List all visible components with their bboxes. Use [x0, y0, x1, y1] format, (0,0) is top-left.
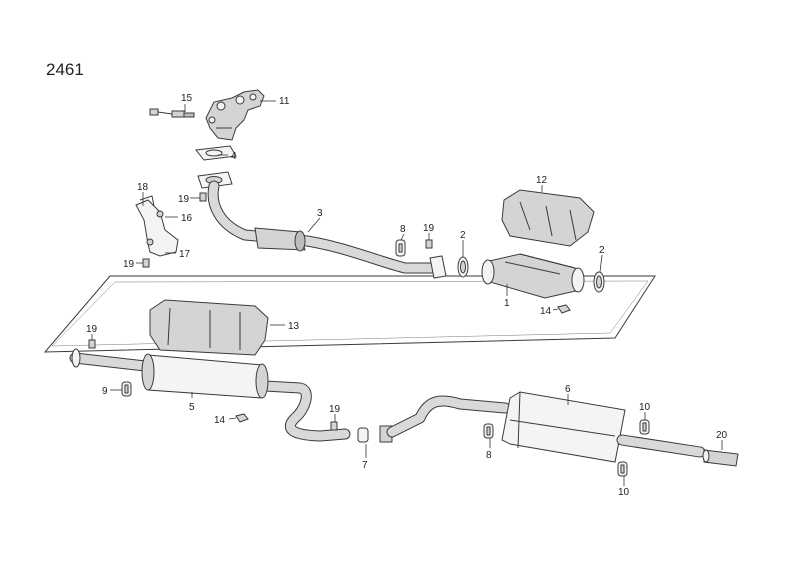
- front-muffler: [141, 353, 269, 399]
- callout-7: 7: [362, 460, 368, 471]
- leader-lines: [91, 100, 723, 486]
- callout-4: 4: [231, 151, 237, 162]
- tail-pipe-tip: [702, 449, 739, 467]
- callout-8-lower: 8: [486, 450, 492, 461]
- rubber-hanger-10-upper: [639, 419, 650, 435]
- exhaust-manifold: [205, 89, 265, 141]
- callout-19-lower: 19: [123, 259, 135, 270]
- callout-8-upper: 8: [400, 224, 406, 235]
- callout-14-upper: 14: [540, 306, 552, 317]
- nut-14-lower: [235, 413, 249, 423]
- callout-20: 20: [716, 430, 728, 441]
- heat-shield-upper: [501, 189, 595, 247]
- seal-ring-2-left: [457, 256, 469, 278]
- rear-pipe: [386, 395, 511, 438]
- callout-19-rear-mid: 19: [329, 404, 341, 415]
- pipe-bracket: [135, 195, 179, 257]
- nut-14-upper: [557, 304, 571, 314]
- seal-ring-2-right: [593, 271, 605, 293]
- gasket-8-lower: [483, 423, 494, 439]
- oxygen-sensor: [149, 108, 195, 118]
- bolt-19-lower: [142, 258, 150, 268]
- callout-1: 1: [504, 298, 510, 309]
- callout-5: 5: [189, 402, 195, 413]
- rubber-hanger-10-lower: [617, 461, 628, 477]
- callout-19-rear-left: 19: [86, 324, 98, 335]
- callout-15: 15: [181, 93, 193, 104]
- assembly-frame-inner: [51, 280, 649, 347]
- callout-6: 6: [565, 384, 571, 395]
- callout-12: 12: [536, 175, 548, 186]
- front-pipe-flange: [197, 171, 233, 189]
- intermediate-pipe: [69, 348, 351, 442]
- callout-17: 17: [179, 249, 191, 260]
- callout-10-upper: 10: [639, 402, 651, 413]
- callout-10-lower: 10: [618, 487, 630, 498]
- rear-muffler: [501, 391, 626, 463]
- callout-9: 9: [102, 386, 108, 397]
- tail-pipe: [616, 434, 706, 458]
- front-pipe: [207, 180, 447, 279]
- callout-18: 18: [137, 182, 149, 193]
- bolt-19-rear-left: [88, 339, 96, 349]
- diagram-page-id: 2461: [46, 60, 84, 79]
- callout-13: 13: [288, 321, 300, 332]
- callout-19-upper: 19: [178, 194, 190, 205]
- bolt-19-mid: [425, 239, 433, 249]
- callout-14-lower: 14: [214, 415, 226, 426]
- callout-19-mid: 19: [423, 223, 435, 234]
- bolt-19-rear-mid: [330, 421, 338, 431]
- catalytic-converter: [481, 253, 585, 299]
- gasket-9: [121, 381, 132, 397]
- callout-16: 16: [181, 213, 193, 224]
- bolt-19-upper: [199, 192, 207, 202]
- manifold-gasket: [195, 145, 237, 161]
- heat-shield-lower: [149, 299, 269, 356]
- gasket-8-upper: [395, 239, 406, 257]
- assembly-frame: [43, 275, 656, 353]
- callout-3: 3: [317, 208, 323, 219]
- callout-2-left: 2: [460, 230, 466, 241]
- callout-2-right: 2: [599, 245, 605, 256]
- callout-11: 11: [279, 96, 290, 107]
